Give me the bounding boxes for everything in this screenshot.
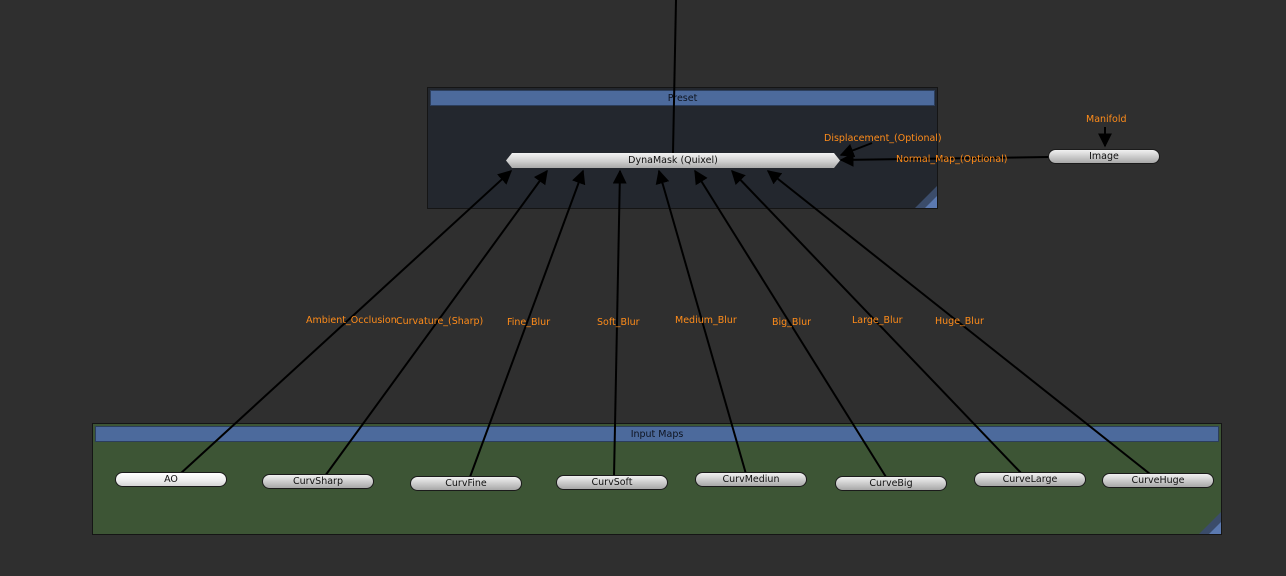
- wire-curve-big: [694, 169, 887, 478]
- preset-group-header[interactable]: Preset: [430, 90, 935, 106]
- input-maps-group-header[interactable]: Input Maps: [95, 426, 1219, 442]
- curve-huge-node[interactable]: CurveHuge: [1102, 473, 1214, 488]
- wire-curv-sharp: [324, 169, 548, 477]
- preset-resize-handle[interactable]: [915, 186, 937, 208]
- curv-fine-node[interactable]: CurvFine: [410, 476, 522, 491]
- image-node[interactable]: Image: [1048, 149, 1160, 164]
- wire-curve-large: [731, 169, 1023, 475]
- wire-normal-map: [839, 152, 1050, 167]
- wire-curv-soft: [612, 169, 627, 478]
- curvature-sharp-input-label: Curvature_(Sharp): [396, 316, 484, 327]
- ambient-occlusion-input-label: Ambient_Occlusion: [306, 315, 397, 326]
- curve-large-node[interactable]: CurveLarge: [974, 472, 1086, 487]
- curv-sharp-node[interactable]: CurvSharp: [262, 474, 374, 489]
- wire-curve-huge: [766, 170, 1151, 475]
- wire-displacement: [839, 142, 873, 157]
- curv-soft-node[interactable]: CurvSoft: [556, 475, 668, 490]
- curve-big-node[interactable]: CurveBig: [835, 476, 947, 491]
- fine-blur-input-label: Fine_Blur: [507, 317, 551, 328]
- wire-ao: [179, 170, 513, 475]
- input-maps-resize-handle[interactable]: [1199, 512, 1221, 534]
- ao-node[interactable]: AO: [115, 472, 227, 487]
- manifold-input-label: Manifold: [1086, 114, 1127, 125]
- normal-map-input-label: Normal_Map_(Optional): [896, 154, 1008, 165]
- curv-medium-node[interactable]: CurvMediun: [695, 472, 807, 487]
- wire-output: [672, 0, 677, 154]
- soft-blur-input-label: Soft_Blur: [597, 317, 640, 328]
- large-blur-input-label: Large_Blur: [852, 315, 903, 326]
- medium-blur-input-label: Medium_Blur: [675, 315, 737, 326]
- huge-blur-input-label: Huge_Blur: [935, 316, 984, 327]
- displacement-input-label: Displacement_(Optional): [824, 133, 942, 144]
- wire-curv-medium: [655, 169, 747, 475]
- wire-curv-fine: [469, 169, 586, 478]
- big-blur-input-label: Big_Blur: [772, 317, 812, 328]
- dynamask-node[interactable]: DynaMask (Quixel): [506, 153, 840, 168]
